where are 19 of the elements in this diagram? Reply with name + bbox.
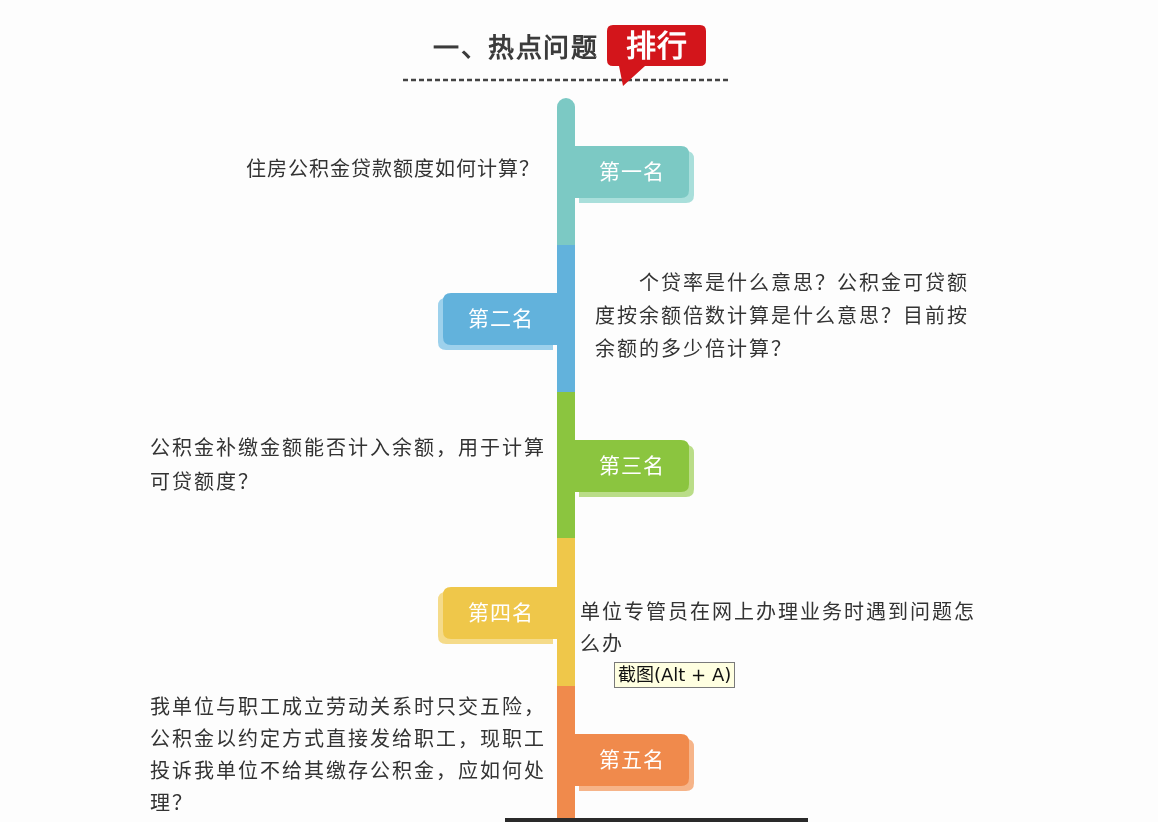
rank-label: 第二名 <box>467 306 534 332</box>
title: 一、热点问题 <box>433 32 598 65</box>
tooltip: 截图(Alt + A) <box>614 662 736 688</box>
question-text: 公积金补缴金额能否计入余额，用于计算可贷额度？ <box>150 435 547 496</box>
rank-tab <box>438 587 558 644</box>
question-text: 单位专管员在网上办理业务时遇到问题怎么办 <box>580 599 977 658</box>
badge-label: 排行 <box>625 28 688 63</box>
question-text: 我单位与职工成立劳动关系时只交五险，公积金以约定方式直接发给职工，现职工投诉我单位不给其缴存公积金，应如何处理？ <box>150 694 547 817</box>
rank-label: 第五名 <box>598 747 665 773</box>
rank-tab <box>438 293 558 350</box>
rank-label: 第三名 <box>598 453 665 479</box>
question-text: 个贷率是什么意思？公积金可贷额度按余额倍数计算是什么意思？目前按余额的多少倍计算？ <box>595 270 970 363</box>
question-text: 住房公积金贷款额度如何计算？ <box>246 156 541 183</box>
rank-label: 第一名 <box>598 159 665 185</box>
rank-tab <box>574 146 694 203</box>
rank-label: 第四名 <box>467 600 534 626</box>
rank-tab <box>574 734 694 791</box>
speech-bubble-badge <box>607 25 706 86</box>
rank-tab <box>574 440 694 497</box>
